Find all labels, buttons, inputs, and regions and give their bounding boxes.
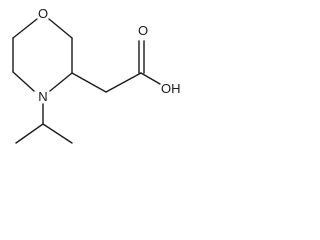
bond-ch-methyl-right [42, 123, 73, 144]
bond-n-c5 [49, 72, 73, 92]
carbonyl-oxygen-label: O [138, 23, 148, 38]
hydroxyl-label: OH [161, 81, 181, 96]
acetic-acid-side-chain [71, 40, 161, 93]
bond-c5-ch2 [71, 72, 107, 93]
chemical-structure: O N O OH [12, 6, 181, 144]
isopropyl-group [15, 103, 73, 144]
bond-c6-o [48, 18, 73, 39]
bond-ch-methyl-left [15, 123, 44, 144]
bond-o-c2 [12, 18, 38, 39]
ring-oxygen-label: O [38, 6, 48, 21]
bond-c-oh [140, 72, 161, 85]
ring-nitrogen-label: N [38, 89, 47, 104]
bond-ch2-cooh [105, 72, 142, 93]
morpholine-ring [12, 18, 73, 92]
bond-c3-n [12, 71, 35, 92]
